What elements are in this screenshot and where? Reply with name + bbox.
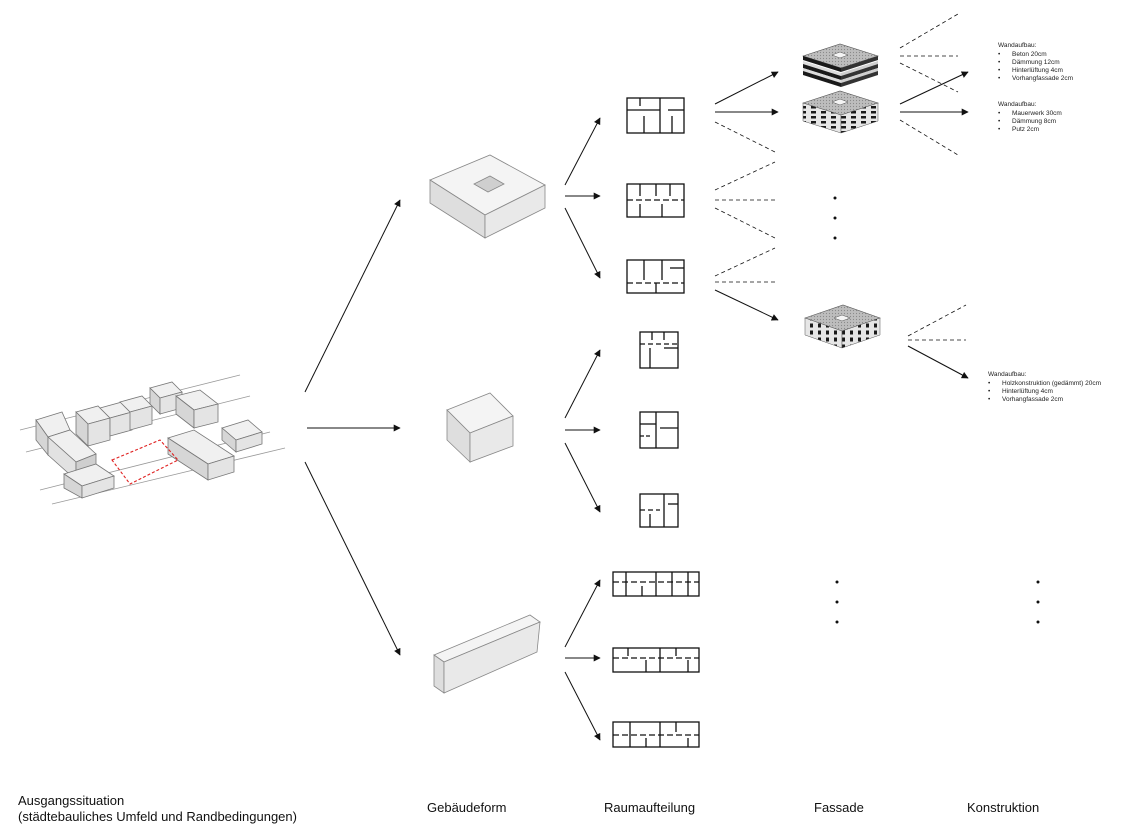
stage-label-raumaufteilung: Raumaufteilung	[604, 800, 696, 815]
floor-plan-4	[639, 331, 679, 369]
wall-layer: Dämmung 12cm	[998, 59, 1073, 67]
form-courtyard-block	[429, 154, 546, 239]
wall-layer: Mauerwerk 30cm	[998, 110, 1062, 118]
wall-layer: Beton 20cm	[998, 51, 1073, 59]
form-cube	[446, 392, 514, 463]
facade-masonry	[802, 90, 879, 134]
arrows-plan-to-facade	[714, 71, 779, 321]
stage-label-fassade: Fassade	[814, 800, 864, 815]
floor-plan-8	[612, 647, 700, 673]
stage-label-ausgangssituation: Ausgangssituation (städtebauliches Umfel…	[18, 793, 297, 825]
wall-layer: Hinterlüftung 4cm	[988, 388, 1101, 396]
wall-buildup-title: Wandaufbau:	[988, 371, 1027, 378]
facade-layered-concrete	[802, 43, 879, 87]
dashed-branches-plan	[714, 121, 776, 283]
wall-layer: Vorhangfassade 2cm	[998, 75, 1073, 83]
dashed-branches-facade	[899, 13, 967, 341]
stage-label-konstruktion: Konstruktion	[967, 800, 1040, 815]
wall-buildup-masonry: Wandaufbau: Mauerwerk 30cm Dämmung 8cm P…	[998, 101, 1062, 134]
arrows-context-to-form	[304, 199, 401, 656]
floor-plan-7	[612, 571, 700, 597]
floor-plan-1	[626, 97, 685, 134]
wall-layer: Vorhangfassade 2cm	[988, 396, 1101, 404]
stage-title: Ausgangssituation	[18, 793, 125, 808]
floor-plan-5	[639, 411, 679, 449]
stage-subtitle: (städtebauliches Umfeld und Randbedingun…	[18, 809, 297, 824]
wall-layer: Hinterlüftung 4cm	[998, 67, 1073, 75]
wall-layer: Dämmung 8cm	[998, 118, 1062, 126]
wall-buildup-timber: Wandaufbau: Holzkonstruktion (gedämmt) 2…	[988, 371, 1101, 404]
wall-buildup-title: Wandaufbau:	[998, 101, 1037, 108]
site-outline	[111, 439, 179, 485]
floor-plan-6	[639, 493, 679, 528]
wall-buildup-concrete: Wandaufbau: Beton 20cm Dämmung 12cm Hint…	[998, 42, 1073, 83]
wall-buildup-title: Wandaufbau:	[998, 42, 1037, 49]
form-slab	[433, 614, 541, 694]
floor-plan-2	[626, 183, 685, 218]
wall-layer: Putz 2cm	[998, 126, 1062, 134]
arrows-facade-to-construction	[899, 71, 969, 379]
stage-label-gebaeudeform: Gebäudeform	[427, 800, 507, 815]
site-context	[19, 374, 286, 505]
floor-plans	[612, 97, 700, 748]
floor-plan-9	[612, 721, 700, 748]
facade-timber	[804, 304, 881, 349]
floor-plan-3	[626, 259, 685, 294]
more-variants-dots	[833, 196, 1040, 624]
wall-layer: Holzkonstruktion (gedämmt) 20cm	[988, 380, 1101, 388]
arrows-form-to-plan	[564, 117, 601, 741]
